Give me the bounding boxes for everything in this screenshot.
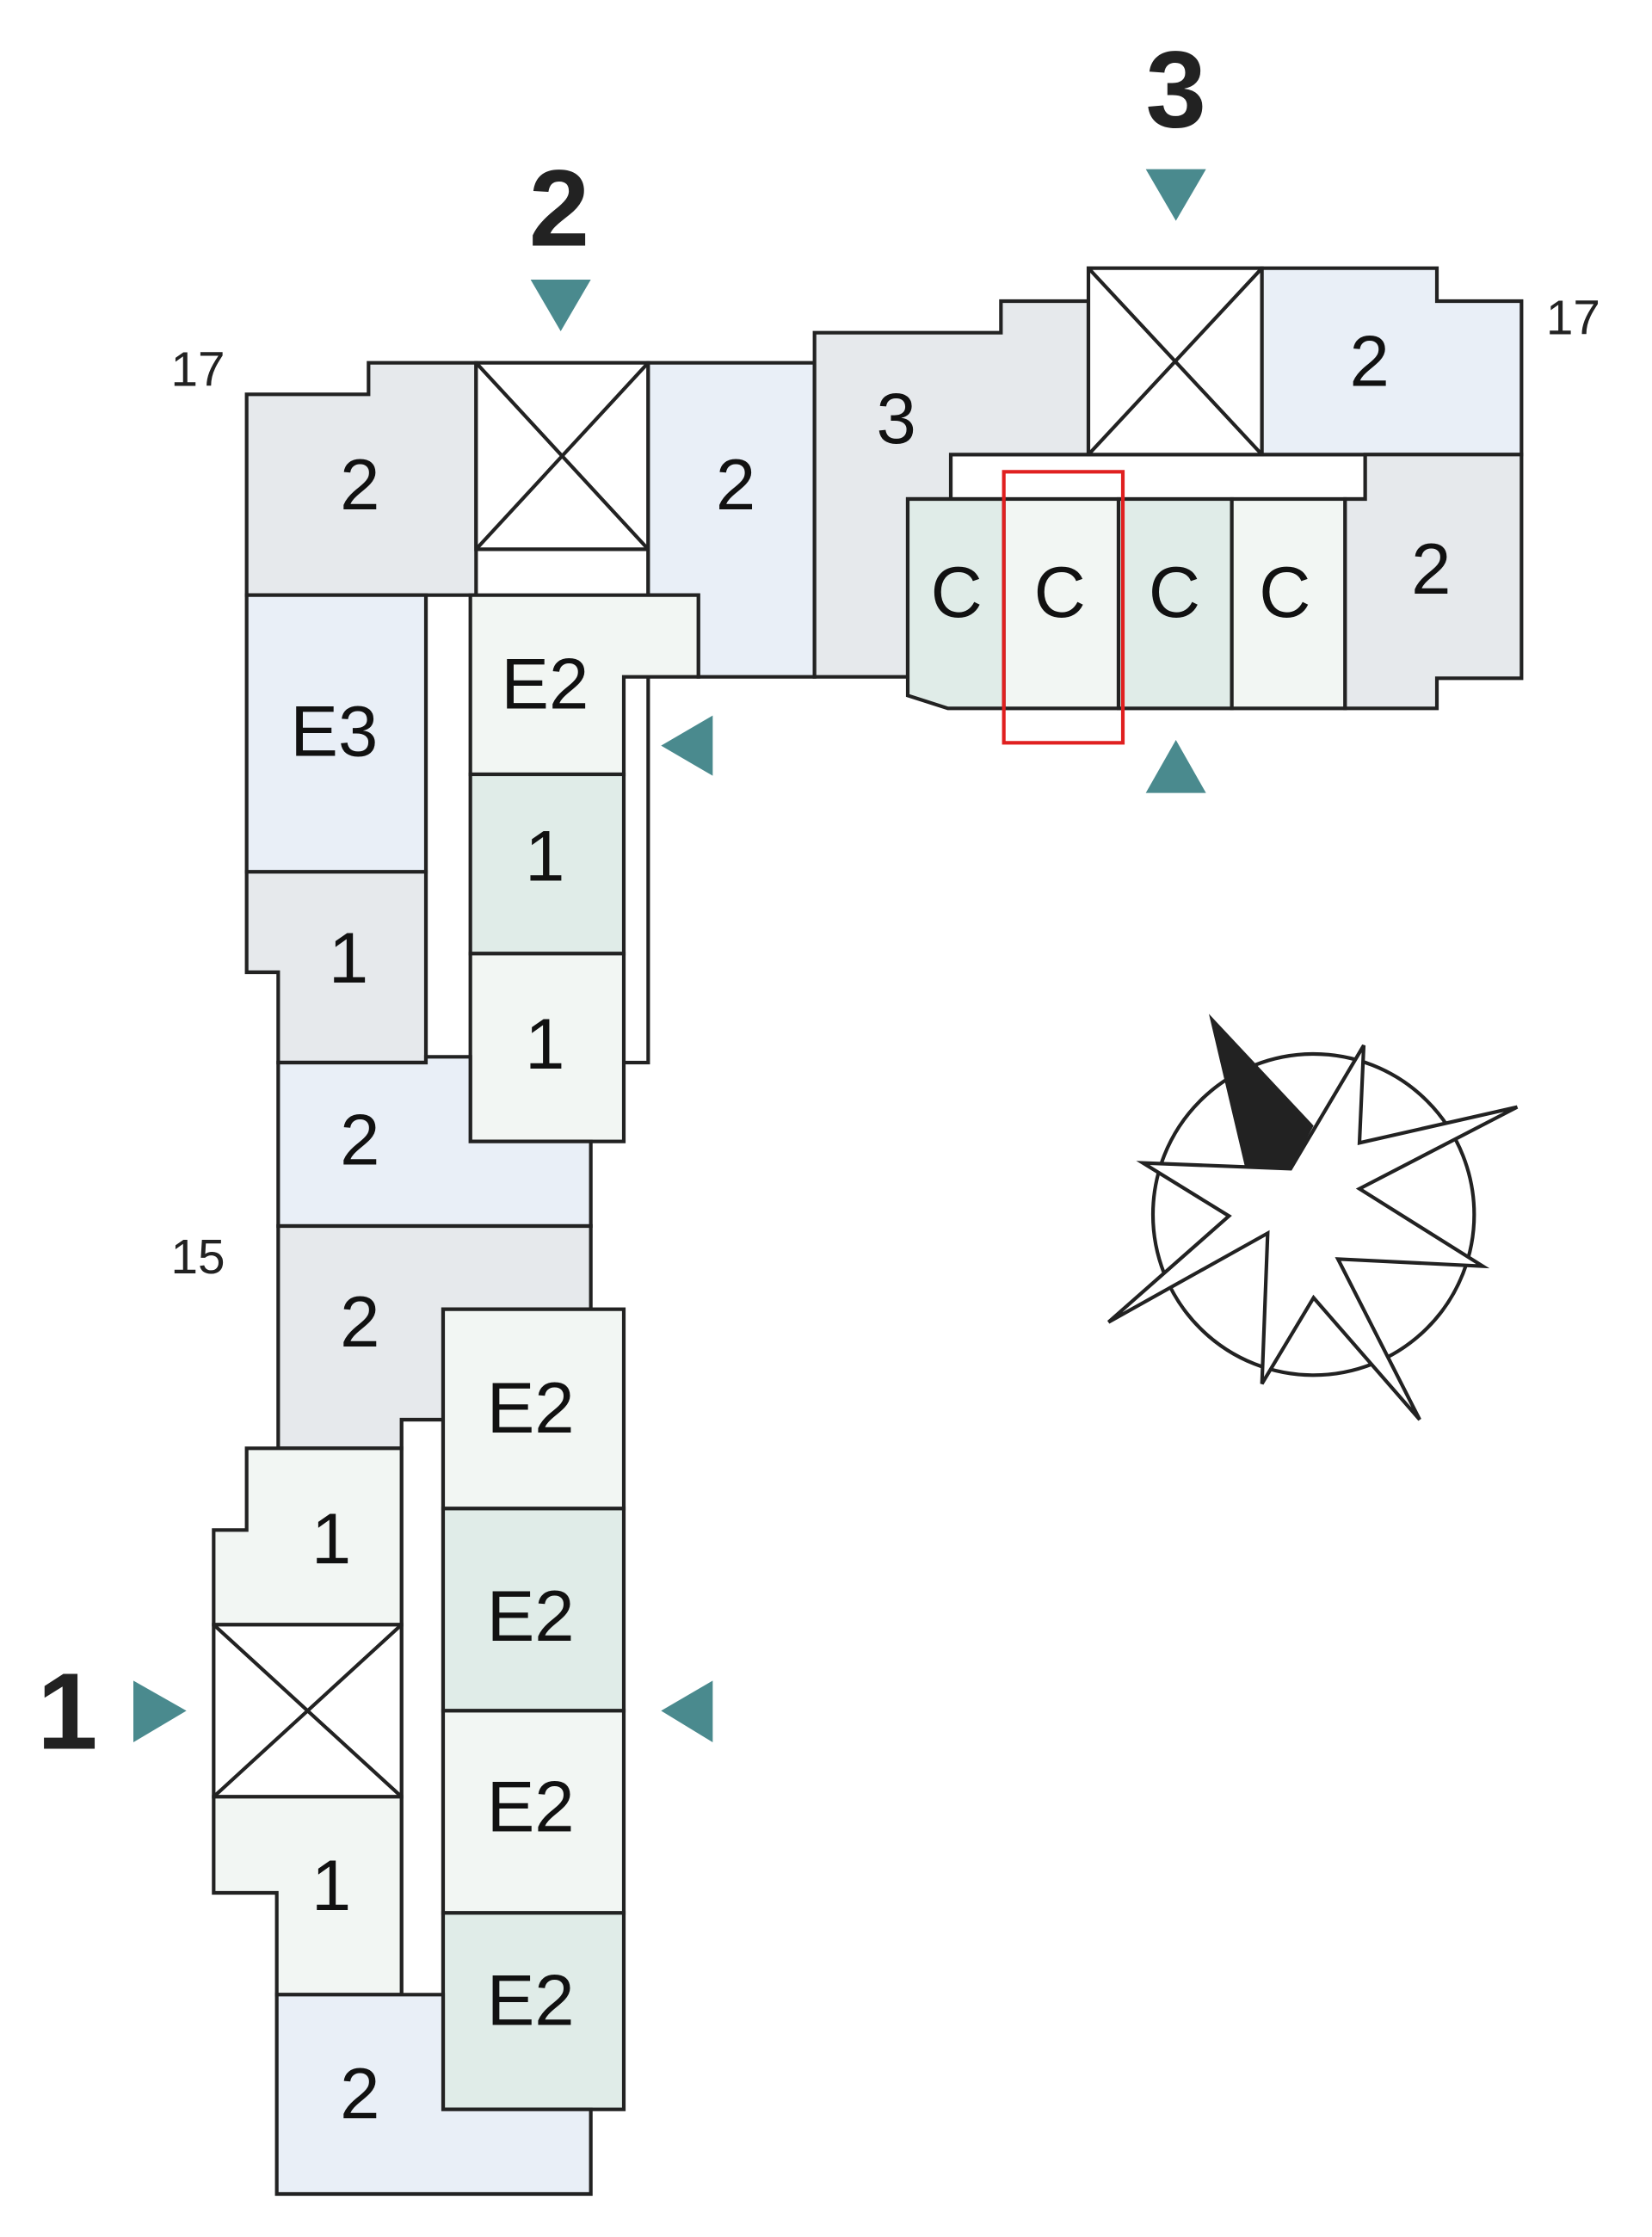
unit-2-bottom-blue[interactable]: 2 <box>274 1993 593 2197</box>
unit-1-grey[interactable]: 1 <box>244 870 428 1065</box>
unit-e2-top[interactable]: E2 <box>468 593 700 777</box>
unit-1-b[interactable]: 1 <box>468 952 626 1143</box>
unit-label: E2 <box>487 1576 575 1656</box>
unit-label: 2 <box>340 1100 379 1180</box>
unit-c-2[interactable]: C <box>1002 496 1121 711</box>
arrow-right-icon <box>133 1680 187 1742</box>
arrow-down-icon <box>530 280 591 331</box>
compass-icon <box>1106 1014 1519 1421</box>
unit-label: C <box>931 552 983 632</box>
arrow-down-icon <box>1145 169 1206 221</box>
floor-label: 17 <box>1546 292 1600 346</box>
unit-c-4[interactable]: C <box>1230 496 1347 711</box>
unit-label: 2 <box>1349 322 1389 402</box>
unit-c-3[interactable]: C <box>1116 496 1234 711</box>
elevator-core <box>1086 266 1264 457</box>
unit-label: E2 <box>501 644 589 724</box>
unit-label: E2 <box>487 1368 575 1448</box>
unit-label: C <box>1259 552 1310 632</box>
unit-label: E3 <box>290 692 378 772</box>
unit-c-1[interactable]: C <box>905 496 1006 711</box>
unit-label: 1 <box>525 1004 564 1084</box>
unit-1-bottom-a[interactable]: 1 <box>212 1446 404 1627</box>
unit-label: C <box>1149 552 1200 632</box>
corridor <box>948 453 1367 502</box>
floor-label: 17 <box>170 343 225 397</box>
unit-label: E2 <box>487 1767 575 1847</box>
unit-label: 1 <box>311 1499 351 1579</box>
corridor <box>399 1417 446 2001</box>
unit-label: E2 <box>487 1961 575 2041</box>
unit-label: 2 <box>716 445 755 525</box>
unit-1-bottom-b[interactable]: 1 <box>212 1795 404 1997</box>
unit-2-right-blue[interactable]: 2 <box>1260 266 1524 457</box>
unit-label: 2 <box>340 1282 379 1362</box>
arrow-up-icon <box>1145 740 1206 793</box>
unit-e2-c[interactable]: E2 <box>441 1709 626 1915</box>
elevator-core <box>474 361 650 552</box>
entrance-number-3: 3 <box>1145 28 1205 150</box>
unit-label: 3 <box>876 379 915 459</box>
entrance-number-1: 1 <box>37 1649 97 1772</box>
north-pointer-icon <box>1209 1014 1314 1169</box>
unit-label: C <box>1034 552 1086 632</box>
unit-label: 1 <box>329 918 368 998</box>
elevator-core <box>212 1623 404 1799</box>
unit-3[interactable]: 3 <box>812 299 1091 679</box>
unit-e2-b[interactable]: E2 <box>441 1507 626 1713</box>
unit-2-top-left[interactable]: 2 <box>244 361 478 597</box>
unit-e2-a[interactable]: E2 <box>441 1307 626 1511</box>
unit-label: 2 <box>340 445 379 525</box>
entrance-number-2: 2 <box>529 147 589 269</box>
selected-unit-highlight <box>1002 470 1125 745</box>
unit-label: 1 <box>525 817 564 897</box>
unit-label: 2 <box>340 2054 379 2134</box>
arrow-left-icon <box>661 715 713 776</box>
unit-e3[interactable]: E3 <box>244 593 428 874</box>
floor-label: 15 <box>170 1230 225 1285</box>
unit-1-a[interactable]: 1 <box>468 772 626 956</box>
unit-label: 2 <box>1411 529 1451 609</box>
unit-2-right-grey[interactable]: 2 <box>1343 453 1524 711</box>
unit-e2-d[interactable]: E2 <box>441 1911 626 2111</box>
unit-label: 1 <box>311 1846 351 1926</box>
arrow-left-icon <box>661 1680 713 1742</box>
